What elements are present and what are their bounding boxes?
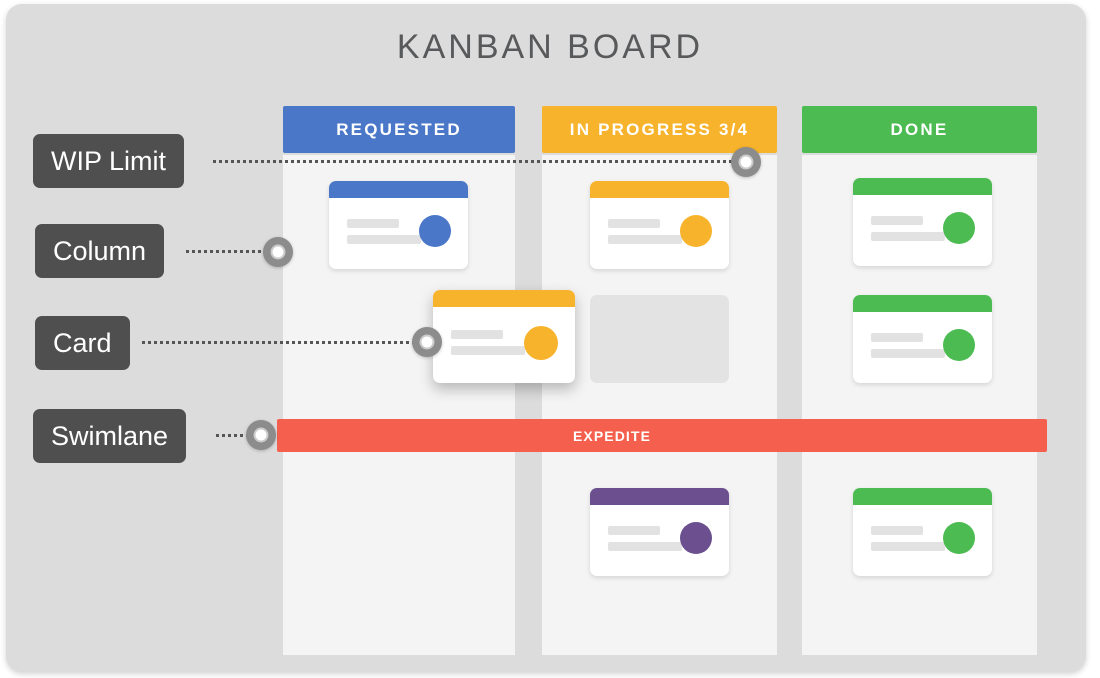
annotation-column[interactable]: Column bbox=[35, 224, 165, 278]
annotation-swimlane[interactable]: Swimlane bbox=[33, 409, 187, 463]
card-text-line bbox=[871, 542, 945, 551]
card-avatar bbox=[680, 215, 712, 247]
annotation-label: Card bbox=[53, 327, 112, 358]
card[interactable] bbox=[853, 295, 992, 383]
card-accent-bar bbox=[329, 181, 468, 198]
card-text-line bbox=[871, 216, 923, 225]
leader-line-wip-limit bbox=[213, 160, 747, 163]
connector-knob-wip-limit[interactable] bbox=[731, 147, 761, 177]
column-header-done[interactable]: DONE bbox=[802, 106, 1037, 153]
column-header-requested[interactable]: REQUESTED bbox=[283, 106, 515, 153]
card-text-line bbox=[347, 219, 399, 228]
annotation-label: Column bbox=[53, 235, 147, 266]
card-text-line bbox=[871, 232, 945, 241]
column-header-label: IN PROGRESS 3/4 bbox=[569, 119, 750, 139]
card-accent-bar bbox=[853, 178, 992, 195]
card-text-line bbox=[608, 542, 682, 551]
column-header-label: REQUESTED bbox=[336, 119, 462, 139]
card-text-line bbox=[871, 333, 923, 342]
card-accent-bar bbox=[853, 295, 992, 312]
card-text-line bbox=[347, 235, 421, 244]
card-avatar bbox=[943, 522, 975, 554]
annotation-label: Swimlane bbox=[51, 420, 169, 451]
annotation-label: WIP Limit bbox=[51, 145, 167, 176]
annotation-wip-limit[interactable]: WIP Limit bbox=[33, 134, 185, 188]
card-avatar bbox=[943, 212, 975, 244]
card-avatar bbox=[419, 215, 451, 247]
leader-line-card bbox=[142, 341, 428, 344]
connector-knob-card[interactable] bbox=[412, 327, 442, 357]
card-text-line bbox=[451, 330, 503, 339]
card-accent-bar bbox=[590, 488, 729, 505]
connector-knob-column[interactable] bbox=[263, 237, 293, 267]
column-header-in-progress[interactable]: IN PROGRESS 3/4 bbox=[542, 106, 777, 153]
card[interactable] bbox=[853, 178, 992, 266]
card-accent-bar bbox=[853, 488, 992, 505]
leader-line-swimlane bbox=[216, 434, 262, 437]
connector-knob-swimlane[interactable] bbox=[246, 420, 276, 450]
swimlane-expedite[interactable]: EXPEDITE bbox=[277, 419, 1047, 452]
swimlane-label: EXPEDITE bbox=[572, 427, 652, 444]
card[interactable] bbox=[329, 181, 468, 269]
card-avatar bbox=[943, 329, 975, 361]
column-header-label: DONE bbox=[890, 119, 949, 139]
card-avatar bbox=[524, 326, 558, 360]
card-text-line bbox=[608, 219, 660, 228]
card-dragging[interactable] bbox=[433, 290, 575, 383]
card-accent-bar bbox=[590, 181, 729, 198]
leader-line-column bbox=[186, 250, 279, 253]
card-text-line bbox=[451, 346, 525, 355]
card[interactable] bbox=[590, 181, 729, 269]
card-text-line bbox=[871, 349, 945, 358]
card-text-line bbox=[608, 526, 660, 535]
card-drop-placeholder[interactable] bbox=[590, 295, 729, 383]
page-title: KANBAN BOARD bbox=[396, 28, 704, 66]
card-text-line bbox=[608, 235, 682, 244]
card-avatar bbox=[680, 522, 712, 554]
card-accent-bar bbox=[433, 290, 575, 307]
card-text-line bbox=[871, 526, 923, 535]
annotation-card[interactable]: Card bbox=[35, 316, 130, 370]
card[interactable] bbox=[853, 488, 992, 576]
card[interactable] bbox=[590, 488, 729, 576]
